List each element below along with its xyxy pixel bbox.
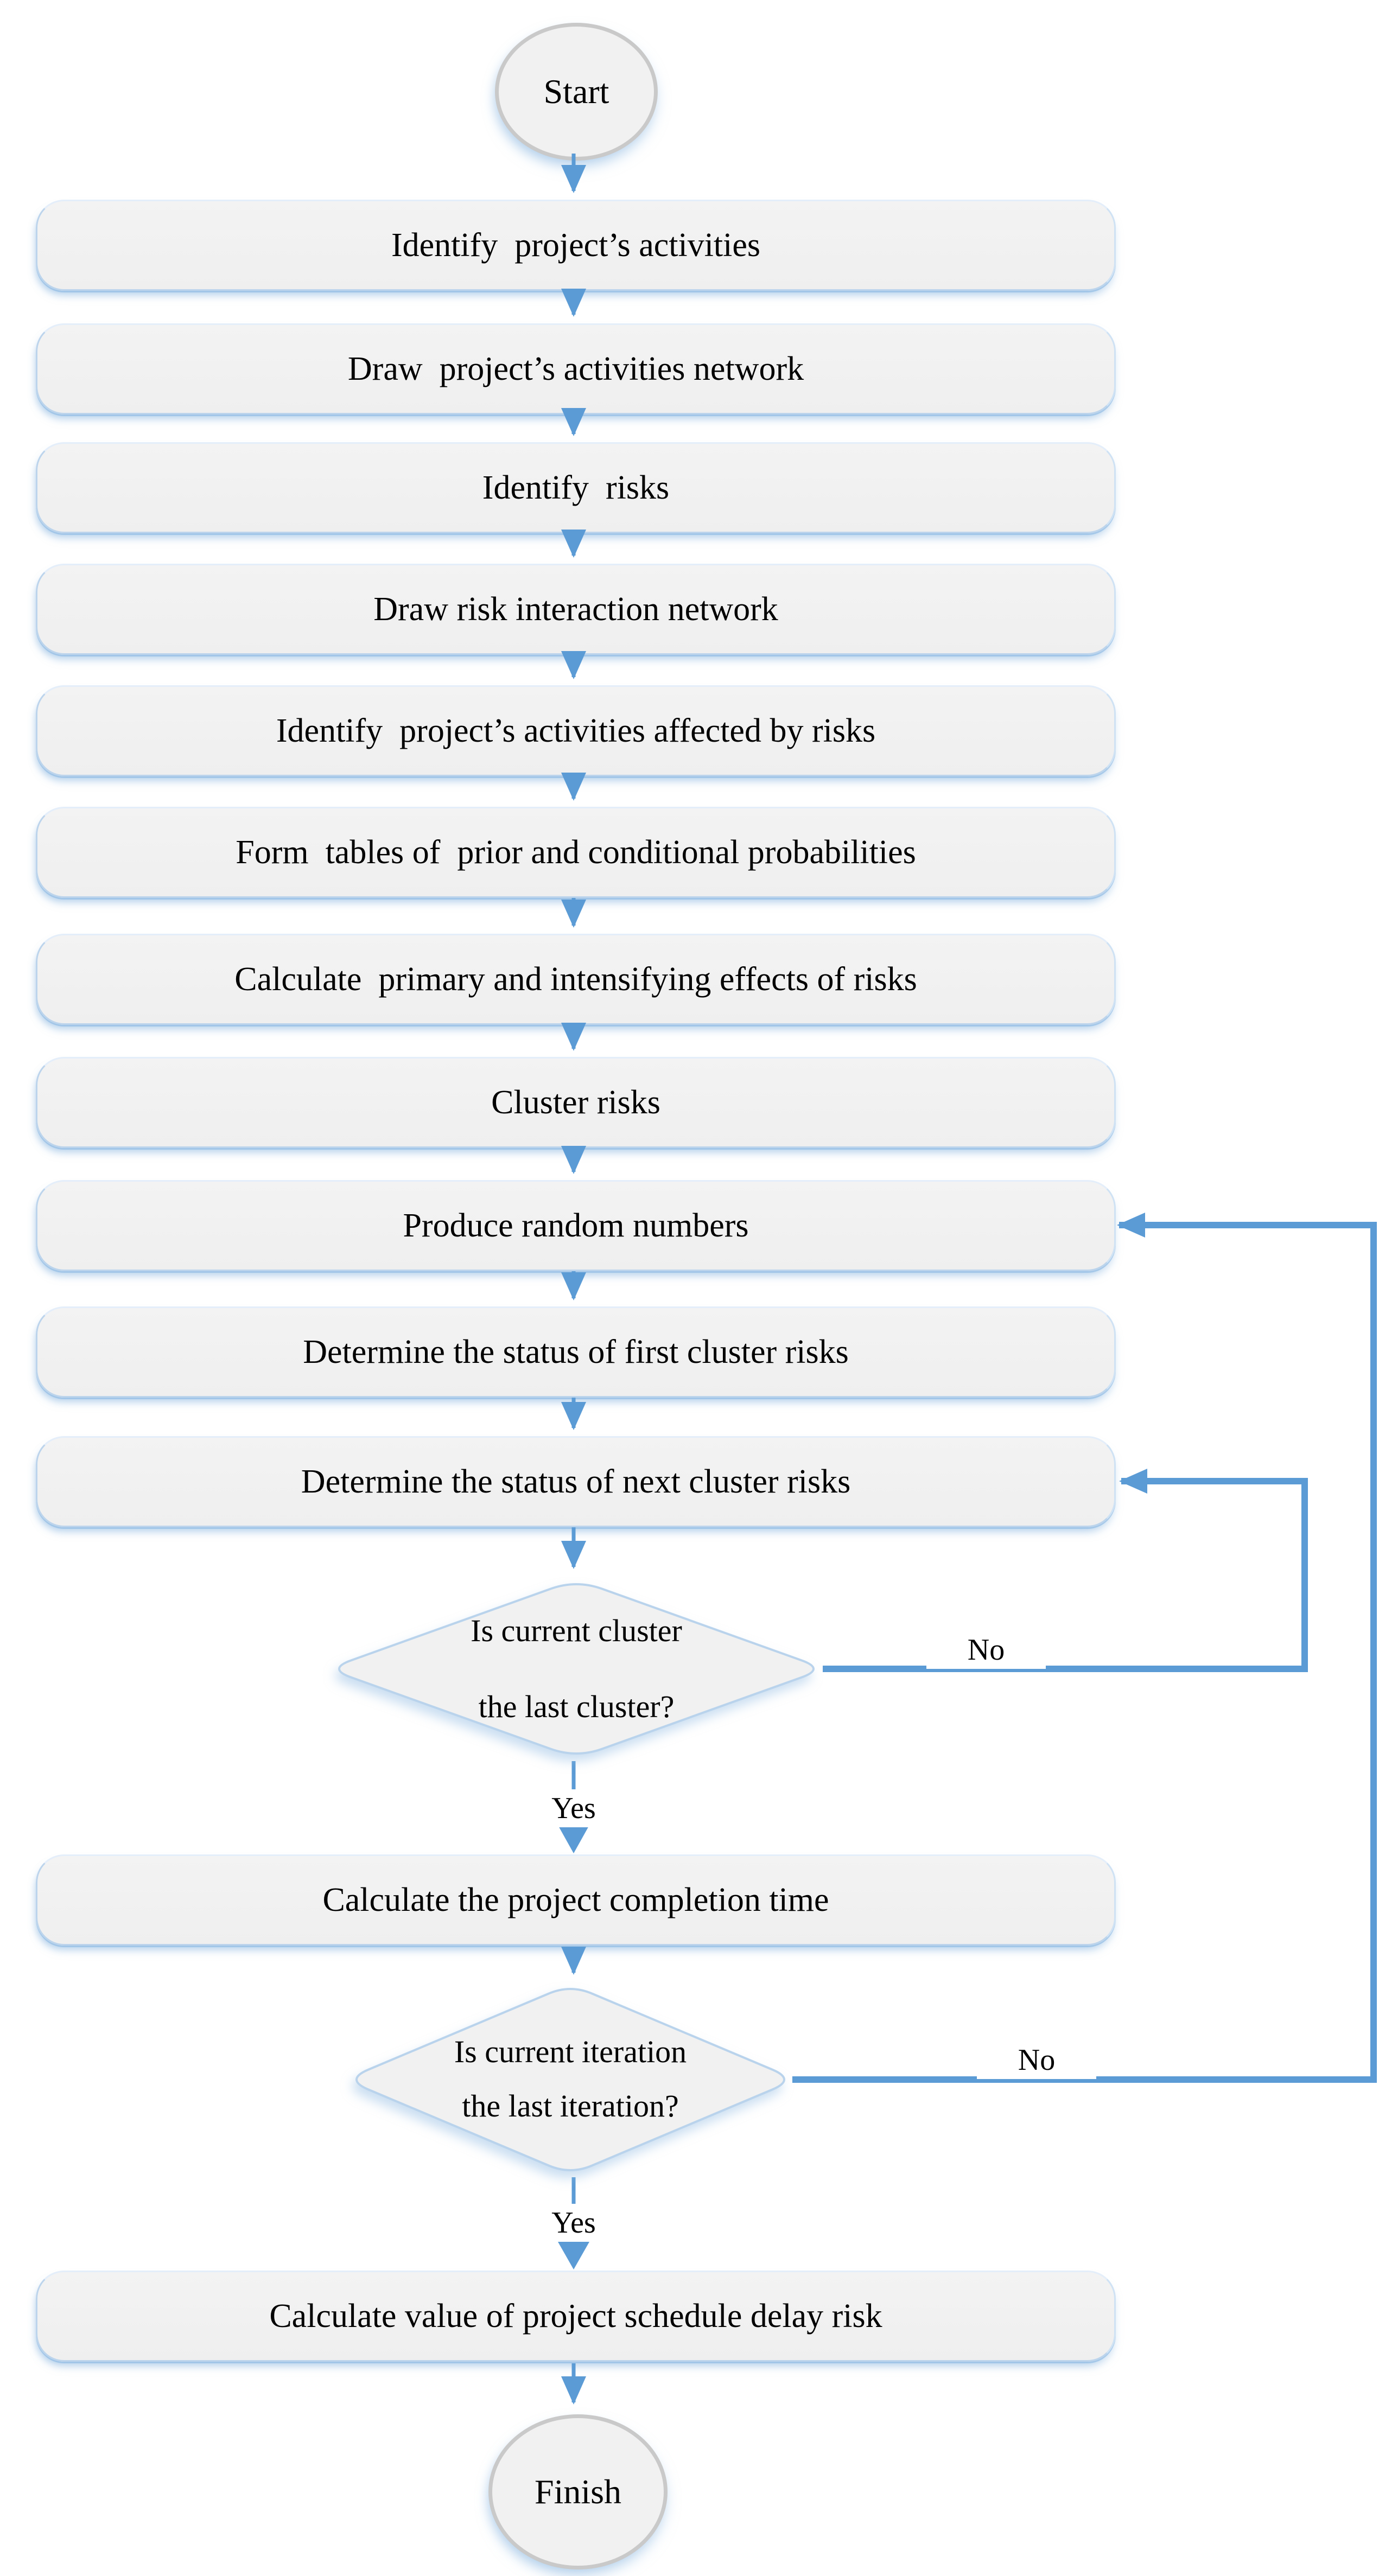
step-identify-activities: Identify project’s activities (36, 200, 1116, 291)
decision2-line1: Is current iteration (454, 2034, 687, 2069)
step-schedule-delay-risk: Calculate value of project schedule dela… (36, 2271, 1116, 2362)
step-form-tables: Form tables of prior and conditional pro… (36, 807, 1116, 898)
step-draw-activities-network: Draw project’s activities network (36, 323, 1116, 415)
decision1-diamond (338, 1583, 815, 1755)
finish-terminal: Finish (488, 2414, 668, 2569)
yes2-arrowhead (558, 2242, 589, 2269)
start-label: Start (543, 72, 609, 111)
decision2-line2: the last iteration? (462, 2088, 679, 2124)
decision1-text: Is current cluster the last cluster? (381, 1601, 772, 1737)
yes2-label: Yes (514, 2204, 633, 2242)
no1-label: No (926, 1631, 1046, 1669)
decision1-line1: Is current cluster (471, 1613, 682, 1648)
yes-branches (558, 1761, 589, 2269)
decision2-diamond (355, 1988, 785, 2171)
step-identify-risks: Identify risks (36, 442, 1116, 533)
decision-shapes (338, 1583, 815, 2171)
decision2-text: Is current iteration the last iteration? (375, 2025, 766, 2133)
step-completion-time: Calculate the project completion time (36, 1854, 1116, 1946)
no-feedback-loops (792, 1213, 1377, 2083)
yes1-arrowhead (558, 1825, 589, 1853)
loop-decision1-to-step11 (823, 1469, 1308, 1672)
no2-label: No (977, 2041, 1096, 2079)
yes1-label: Yes (514, 1789, 633, 1827)
start-terminal: Start (495, 23, 658, 161)
step-draw-risk-network: Draw risk interaction network (36, 564, 1116, 655)
step-cluster-risks: Cluster risks (36, 1057, 1116, 1148)
loop-decision2-to-step9 (792, 1213, 1377, 2083)
step-calculate-effects: Calculate primary and intensifying effec… (36, 934, 1116, 1025)
step-status-first-cluster: Determine the status of first cluster ri… (36, 1306, 1116, 1398)
finish-label: Finish (534, 2472, 622, 2511)
step-status-next-cluster: Determine the status of next cluster ris… (36, 1436, 1116, 1527)
decision1-line2: the last cluster? (478, 1689, 675, 1724)
step-produce-random-numbers: Produce random numbers (36, 1180, 1116, 1271)
step-identify-affected: Identify project’s activities affected b… (36, 685, 1116, 776)
